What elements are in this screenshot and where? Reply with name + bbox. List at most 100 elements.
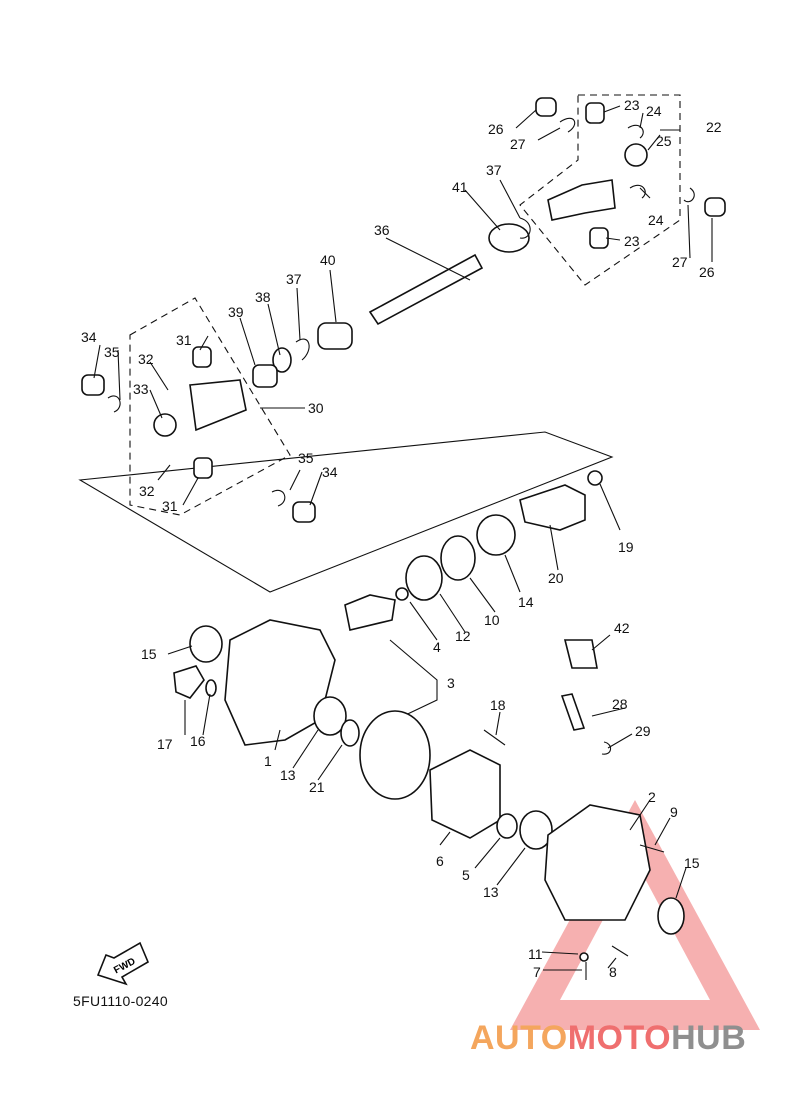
part-10 (440, 535, 476, 581)
part-3-pinion (344, 594, 396, 631)
housing-parts (173, 619, 685, 980)
part-36-shaft (368, 253, 484, 326)
callout-36: 36 (374, 222, 390, 238)
part-42 (563, 639, 598, 669)
watermark-part-hub: HUB (671, 1019, 747, 1057)
callout-23-lower: 23 (624, 233, 640, 249)
part-38 (272, 347, 292, 373)
callout-30: 30 (308, 400, 324, 416)
part-23-lower (589, 227, 609, 249)
callout-32-lower: 32 (139, 483, 155, 499)
part-15-seal-right (657, 897, 685, 935)
part-33-spider (153, 413, 177, 437)
part-34-lower (292, 501, 316, 523)
part-6-housing (429, 749, 501, 839)
callout-14: 14 (518, 594, 534, 610)
part-17 (173, 665, 205, 699)
callout-20: 20 (548, 570, 564, 586)
part-18-bolt (483, 729, 506, 746)
part-37-lower (295, 338, 310, 361)
part-31-upper (192, 346, 212, 368)
callout-6: 6 (436, 853, 444, 869)
part-2-housing (544, 804, 651, 921)
part-35-lower (271, 489, 286, 507)
part-41 (488, 223, 530, 253)
part-13-right (519, 810, 553, 850)
callout-16: 16 (190, 733, 206, 749)
callout-numbers: 1 2 3 4 5 6 7 8 9 10 11 12 13 13 14 15 1… (81, 97, 722, 980)
part-8-bolt (611, 945, 629, 957)
callout-13-right: 13 (483, 884, 499, 900)
callout-29: 29 (635, 723, 651, 739)
callout-3: 3 (447, 675, 455, 691)
callout-26-lower: 26 (699, 264, 715, 280)
part-24-lower (629, 184, 646, 199)
part-40 (317, 322, 353, 350)
joint-assembly-boundary-top (519, 94, 681, 286)
part-yoke-upper (547, 179, 616, 221)
callout-23-upper: 23 (624, 97, 640, 113)
callout-39: 39 (228, 304, 244, 320)
callout-31-lower: 31 (162, 498, 178, 514)
callout-24-upper: 24 (646, 103, 662, 119)
callout-7: 7 (533, 964, 541, 980)
part-26-upper (535, 97, 557, 117)
part-11 (579, 952, 589, 962)
callout-18: 18 (490, 697, 506, 713)
callout-40: 40 (320, 252, 336, 268)
callout-19: 19 (618, 539, 634, 555)
callout-2: 2 (648, 789, 656, 805)
pinion-parts (344, 470, 603, 631)
callout-leaders (93, 105, 713, 971)
part-35-upper (107, 395, 121, 413)
callout-10: 10 (484, 612, 500, 628)
part-19-nut (587, 470, 603, 486)
callout-26-upper: 26 (488, 121, 504, 137)
watermark-part-auto: AUTO (470, 1019, 568, 1057)
part-16 (205, 679, 217, 697)
part-14 (476, 514, 516, 556)
callout-38: 38 (255, 289, 271, 305)
callout-35-upper: 35 (104, 344, 120, 360)
fwd-arrow-icon: FWD (96, 941, 150, 986)
callout-1: 1 (264, 753, 272, 769)
callout-15-right: 15 (684, 855, 700, 871)
part-27-upper (559, 117, 576, 133)
part-20-flange (519, 484, 586, 531)
joint-assembly-boundary-left (129, 297, 291, 516)
callout-15-left: 15 (141, 646, 157, 662)
part-27-lower (683, 187, 695, 203)
part-23-upper (585, 102, 605, 124)
part-13-left (313, 696, 347, 736)
part-24-upper (627, 124, 644, 139)
callout-27-lower: 27 (672, 254, 688, 270)
part-25-spider (624, 143, 648, 167)
callout-22: 22 (706, 119, 722, 135)
callout-35-lower: 35 (298, 450, 314, 466)
callout-42: 42 (614, 620, 630, 636)
callout-37-lower: 37 (286, 271, 302, 287)
part-15-seal-left (189, 625, 223, 663)
callout-32-upper: 32 (138, 351, 154, 367)
callout-34-upper: 34 (81, 329, 97, 345)
watermark-part-moto: MOTO (567, 1019, 672, 1057)
part-ring-gear (359, 710, 431, 800)
part-28-pin (560, 693, 586, 731)
lower-joint-parts (81, 346, 316, 523)
bracket-3 (389, 639, 438, 721)
housing-group-boundary (78, 431, 614, 593)
part-34-upper (81, 374, 105, 396)
callout-5: 5 (462, 867, 470, 883)
part-12-bearing (405, 555, 443, 601)
callout-9: 9 (670, 804, 678, 820)
callout-41: 41 (452, 179, 468, 195)
part-yoke-lower (189, 379, 247, 432)
part-29-clip (601, 741, 612, 755)
part-4 (395, 587, 409, 601)
callout-17: 17 (157, 736, 173, 752)
callout-21: 21 (309, 779, 325, 795)
callout-4: 4 (433, 639, 441, 655)
part-31-lower (193, 457, 213, 479)
